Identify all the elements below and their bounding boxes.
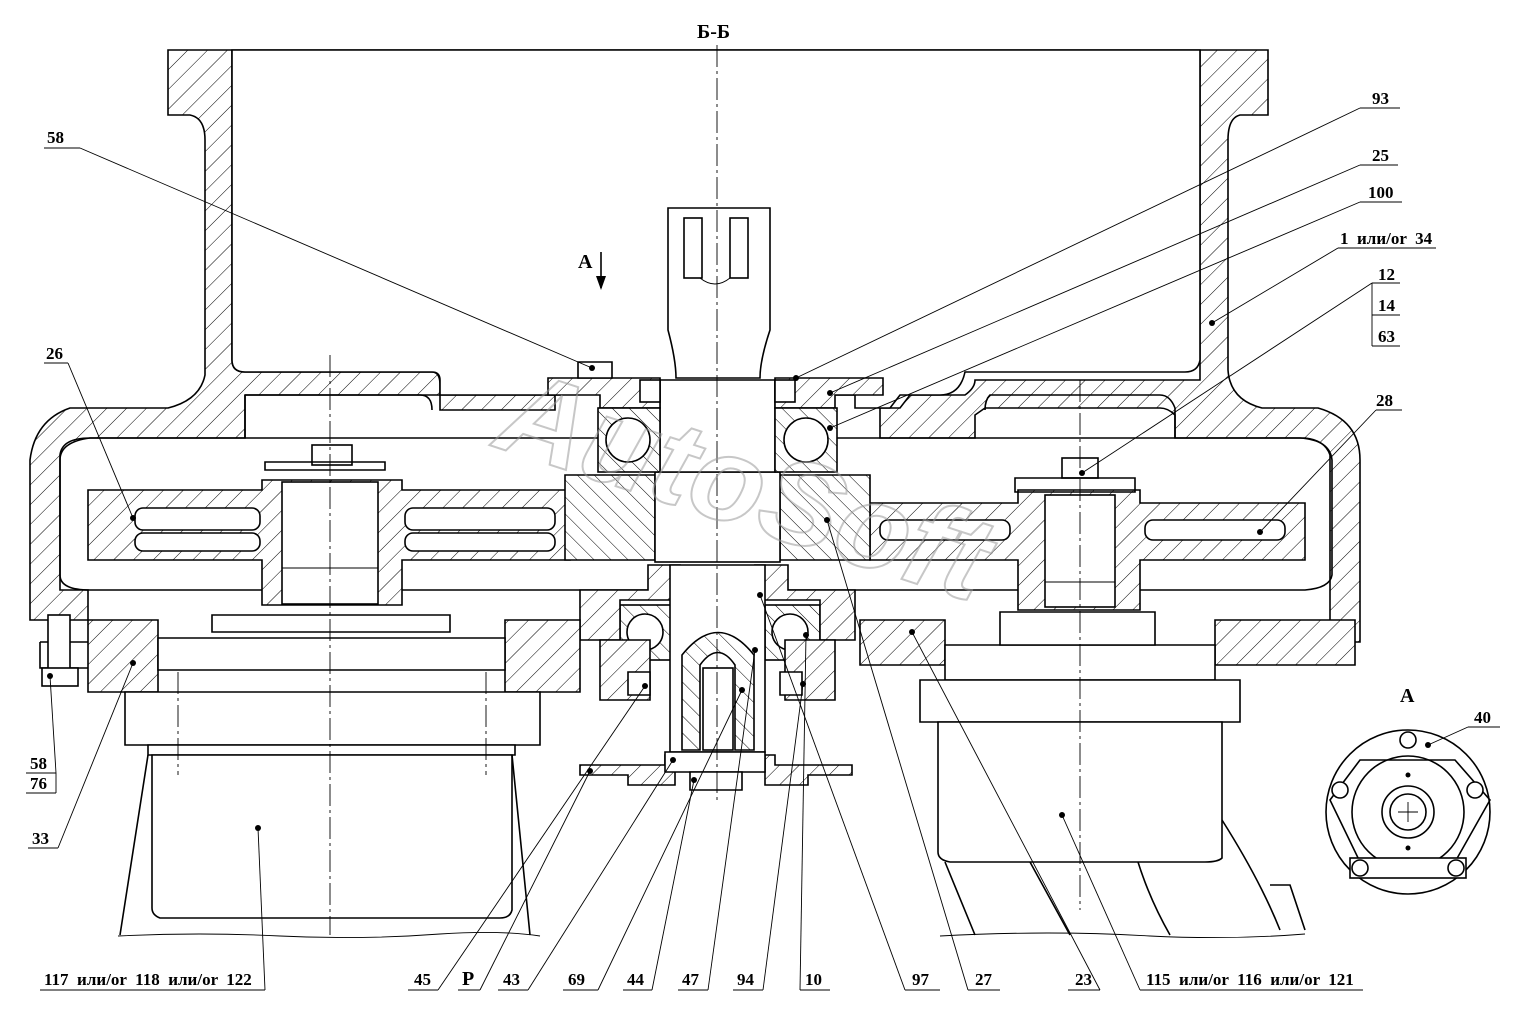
upper-bearing-left <box>597 407 661 473</box>
callout-63: 63 <box>1378 327 1395 346</box>
callout-58-top: 58 <box>47 128 64 147</box>
callout-23: 23 <box>1075 970 1092 989</box>
callout-33: 33 <box>32 829 49 848</box>
callout-labels: 58 93 25 100 1 или/or 34 12 14 63 26 28 … <box>30 89 1491 990</box>
base-plate-left <box>39 614 581 693</box>
callout-117: 117 или/or 118 или/or 122 <box>44 970 252 989</box>
callout-12: 12 <box>1378 265 1395 284</box>
detail-view-title: A <box>1400 685 1415 707</box>
housing-cavity <box>59 394 1333 591</box>
callout-28: 28 <box>1376 391 1393 410</box>
callout-25: 25 <box>1372 146 1389 165</box>
callout-97: 97 <box>912 970 930 989</box>
view-a-arrow <box>596 252 606 290</box>
center-lines <box>177 45 1081 935</box>
input-shaft <box>659 207 776 473</box>
callout-47: 47 <box>682 970 700 989</box>
callout-14: 14 <box>1378 296 1396 315</box>
callout-26: 26 <box>46 344 63 363</box>
central-gear <box>564 471 871 563</box>
callout-94: 94 <box>737 970 755 989</box>
callout-93: 93 <box>1372 89 1389 108</box>
detail-view-a <box>1325 729 1491 895</box>
upper-bearing-right <box>774 407 838 473</box>
lower-housing <box>579 564 856 791</box>
callout-100: 100 <box>1368 183 1394 202</box>
gear-left <box>87 444 571 606</box>
motor-left <box>117 691 541 939</box>
callout-p: P <box>462 968 474 990</box>
callout-1-34: 1 или/or 34 <box>1340 229 1433 248</box>
callout-69: 69 <box>568 970 585 989</box>
leader-dots <box>47 320 1431 831</box>
callout-27: 27 <box>975 970 993 989</box>
motor-right <box>919 679 1306 939</box>
callout-58-bottom: 58 <box>30 754 47 773</box>
callout-40: 40 <box>1474 708 1491 727</box>
view-a-arrow-label: A <box>578 251 593 273</box>
leader-lines <box>26 107 1500 991</box>
section-title: Б-Б <box>697 21 730 43</box>
callout-10: 10 <box>805 970 822 989</box>
callout-43: 43 <box>503 970 520 989</box>
callout-45: 45 <box>414 970 431 989</box>
base-plate-right <box>859 611 1356 681</box>
callout-44: 44 <box>627 970 645 989</box>
callout-76: 76 <box>30 774 47 793</box>
callout-115: 115 или/or 116 или/or 121 <box>1146 970 1354 989</box>
